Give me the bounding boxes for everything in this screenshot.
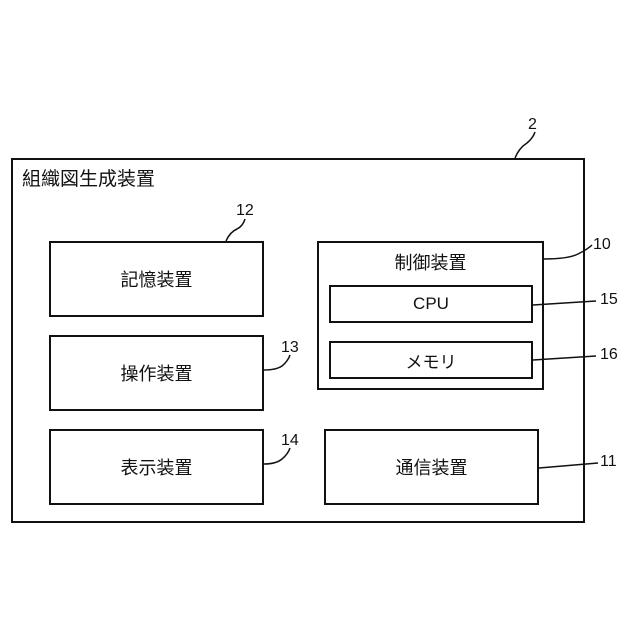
storage-device-box: 記憶装置 bbox=[49, 241, 264, 317]
ref-numeral-16: 16 bbox=[600, 347, 618, 363]
communication-device-box: 通信装置 bbox=[324, 429, 539, 505]
leader-line-2 bbox=[515, 132, 535, 158]
ref-numeral-13: 13 bbox=[281, 340, 299, 356]
ref-numeral-2: 2 bbox=[528, 117, 537, 133]
ref-numeral-12: 12 bbox=[236, 203, 254, 219]
ref-numeral-15: 15 bbox=[600, 292, 618, 308]
communication-device-label: 通信装置 bbox=[396, 454, 468, 480]
ref-numeral-14: 14 bbox=[281, 433, 299, 449]
device-title: 組織図生成装置 bbox=[22, 170, 155, 189]
memory-box: メモリ bbox=[329, 341, 533, 379]
ref-numeral-10: 10 bbox=[593, 237, 611, 253]
storage-device-label: 記憶装置 bbox=[121, 266, 193, 292]
display-device-box: 表示装置 bbox=[49, 429, 264, 505]
ref-numeral-11: 11 bbox=[600, 454, 617, 470]
display-device-label: 表示装置 bbox=[121, 454, 193, 480]
control-device-label: 制御装置 bbox=[319, 255, 542, 273]
cpu-label: CPU bbox=[413, 294, 449, 314]
cpu-box: CPU bbox=[329, 285, 533, 323]
operation-device-label: 操作装置 bbox=[121, 360, 193, 386]
operation-device-box: 操作装置 bbox=[49, 335, 264, 411]
memory-label: メモリ bbox=[406, 348, 457, 373]
